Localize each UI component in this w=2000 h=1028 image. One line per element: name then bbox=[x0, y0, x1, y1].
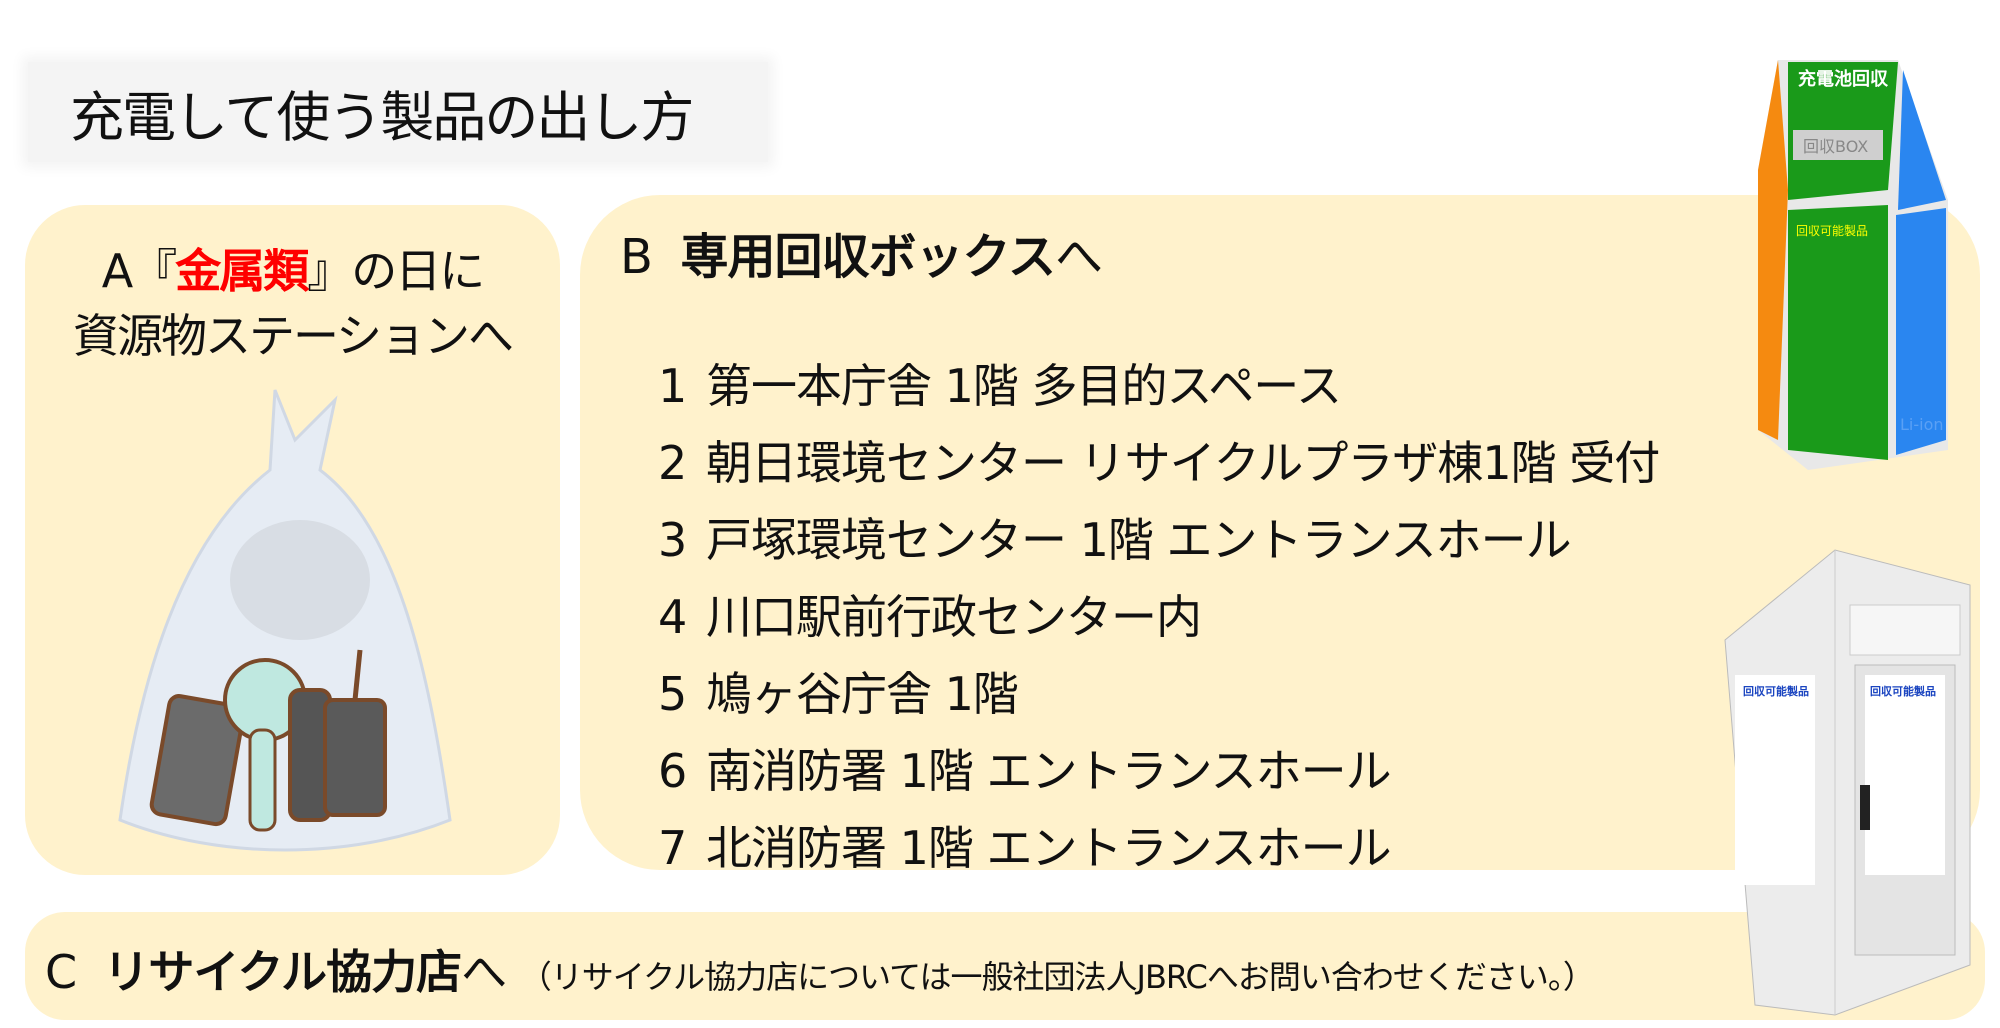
section-c-heading: C リサイクル協力店へ （リサイクル協力店については一般社団法人JBRCへお問い… bbox=[45, 945, 1595, 999]
section-b-heading: B 専用回収ボックスへ bbox=[620, 229, 1103, 285]
svg-text:回収可能製品: 回収可能製品 bbox=[1870, 684, 1936, 698]
svg-text:回収BOX: 回収BOX bbox=[1803, 137, 1868, 156]
section-a-subheading: 資源物ステーションへ bbox=[72, 309, 514, 363]
section-c-note: （リサイクル協力店については一般社団法人JBRCへお問い合わせください。） bbox=[519, 958, 1595, 996]
plastic-bag-illustration bbox=[118, 389, 452, 852]
metal-category: 金属類 bbox=[175, 244, 309, 298]
collection-box-photo-top: 充電池回収 回収BOX 回収可能製品 Li-ion bbox=[1758, 60, 1948, 470]
section-a-heading: A『金属類』の日に bbox=[101, 244, 485, 298]
svg-text:Li-ion: Li-ion bbox=[1900, 415, 1944, 434]
section-c-panel: C リサイクル協力店へ （リサイクル協力店については一般社団法人JBRCへお問い… bbox=[25, 912, 1985, 1020]
section-a-panel: A『金属類』の日に 資源物ステーションへ bbox=[25, 205, 560, 875]
svg-text:充電池回収: 充電池回収 bbox=[1798, 68, 1889, 90]
svg-text:回収可能製品: 回収可能製品 bbox=[1743, 684, 1809, 698]
svg-text:回収可能製品: 回収可能製品 bbox=[1796, 224, 1868, 238]
collection-box-photo-bottom: 回収可能製品 回収可能製品 bbox=[1724, 549, 1971, 1016]
page-title: 充電して使う製品の出し方 bbox=[28, 62, 768, 162]
